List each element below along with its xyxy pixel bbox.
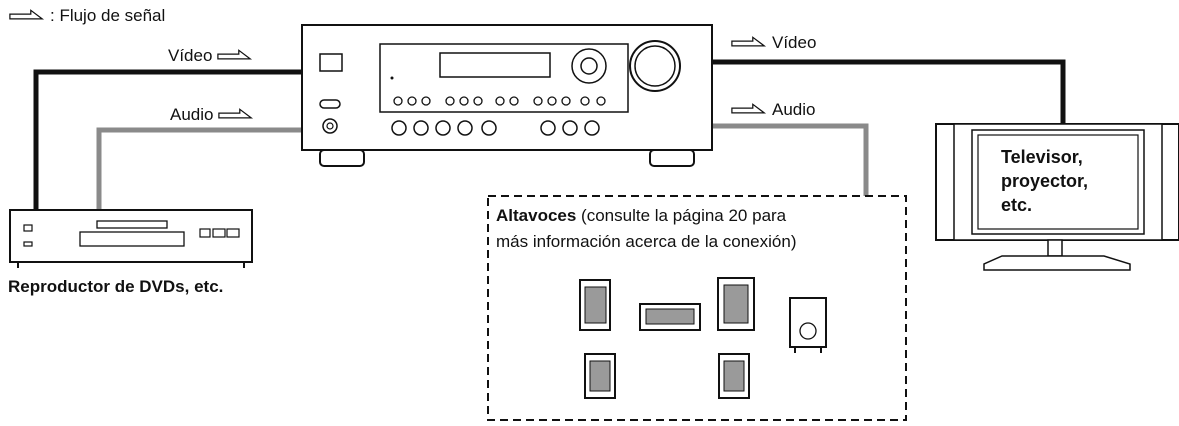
audio-out-label: Audio xyxy=(730,100,815,120)
speaker-center xyxy=(639,303,701,331)
signal-arrow-icon xyxy=(731,36,765,47)
audio-out-text: Audio xyxy=(772,100,816,119)
audio-cable-out xyxy=(712,123,869,196)
signal-arrow-icon xyxy=(218,108,253,119)
speakers-title: Altavoces xyxy=(496,206,577,225)
video-cable-in xyxy=(33,69,302,210)
speakers-description-2: más información acerca de la conexión) xyxy=(496,232,797,251)
dvd-player-label: Reproductor de DVDs, etc. xyxy=(8,277,224,296)
speakers-box xyxy=(487,195,907,421)
tv-line-2: proyector, xyxy=(1001,171,1089,191)
signal-arrow-icon xyxy=(731,103,765,114)
tv-caption: Televisor, proyector, etc. xyxy=(1001,145,1088,217)
speaker-subwoofer xyxy=(789,297,827,353)
tv-line-1: Televisor, xyxy=(1001,147,1083,167)
signal-arrow-icon xyxy=(217,49,252,60)
television xyxy=(935,123,1179,271)
speakers-description-1: (consulte la página 20 para xyxy=(576,206,787,225)
video-cable-out xyxy=(712,59,1066,124)
audio-cable-in xyxy=(96,127,302,210)
legend: : Flujo de señal xyxy=(8,6,165,26)
video-in-text: Vídeo xyxy=(168,46,213,65)
dvd-player xyxy=(9,209,253,268)
speaker-front-right xyxy=(717,277,755,331)
video-out-text: Vídeo xyxy=(772,33,817,52)
speaker-surround-left xyxy=(584,353,616,399)
av-receiver xyxy=(301,24,713,167)
speaker-front-left xyxy=(579,279,611,331)
signal-arrow-icon xyxy=(9,9,43,20)
speaker-surround-right xyxy=(718,353,750,399)
tv-line-3: etc. xyxy=(1001,195,1033,215)
video-out-label: Vídeo xyxy=(730,33,816,53)
video-in-label: Vídeo xyxy=(168,46,254,66)
audio-in-text: Audio xyxy=(170,105,214,124)
legend-label: : Flujo de señal xyxy=(50,6,166,25)
speakers-caption: Altavoces (consulte la página 20 para má… xyxy=(496,203,896,255)
audio-in-label: Audio xyxy=(170,105,255,125)
